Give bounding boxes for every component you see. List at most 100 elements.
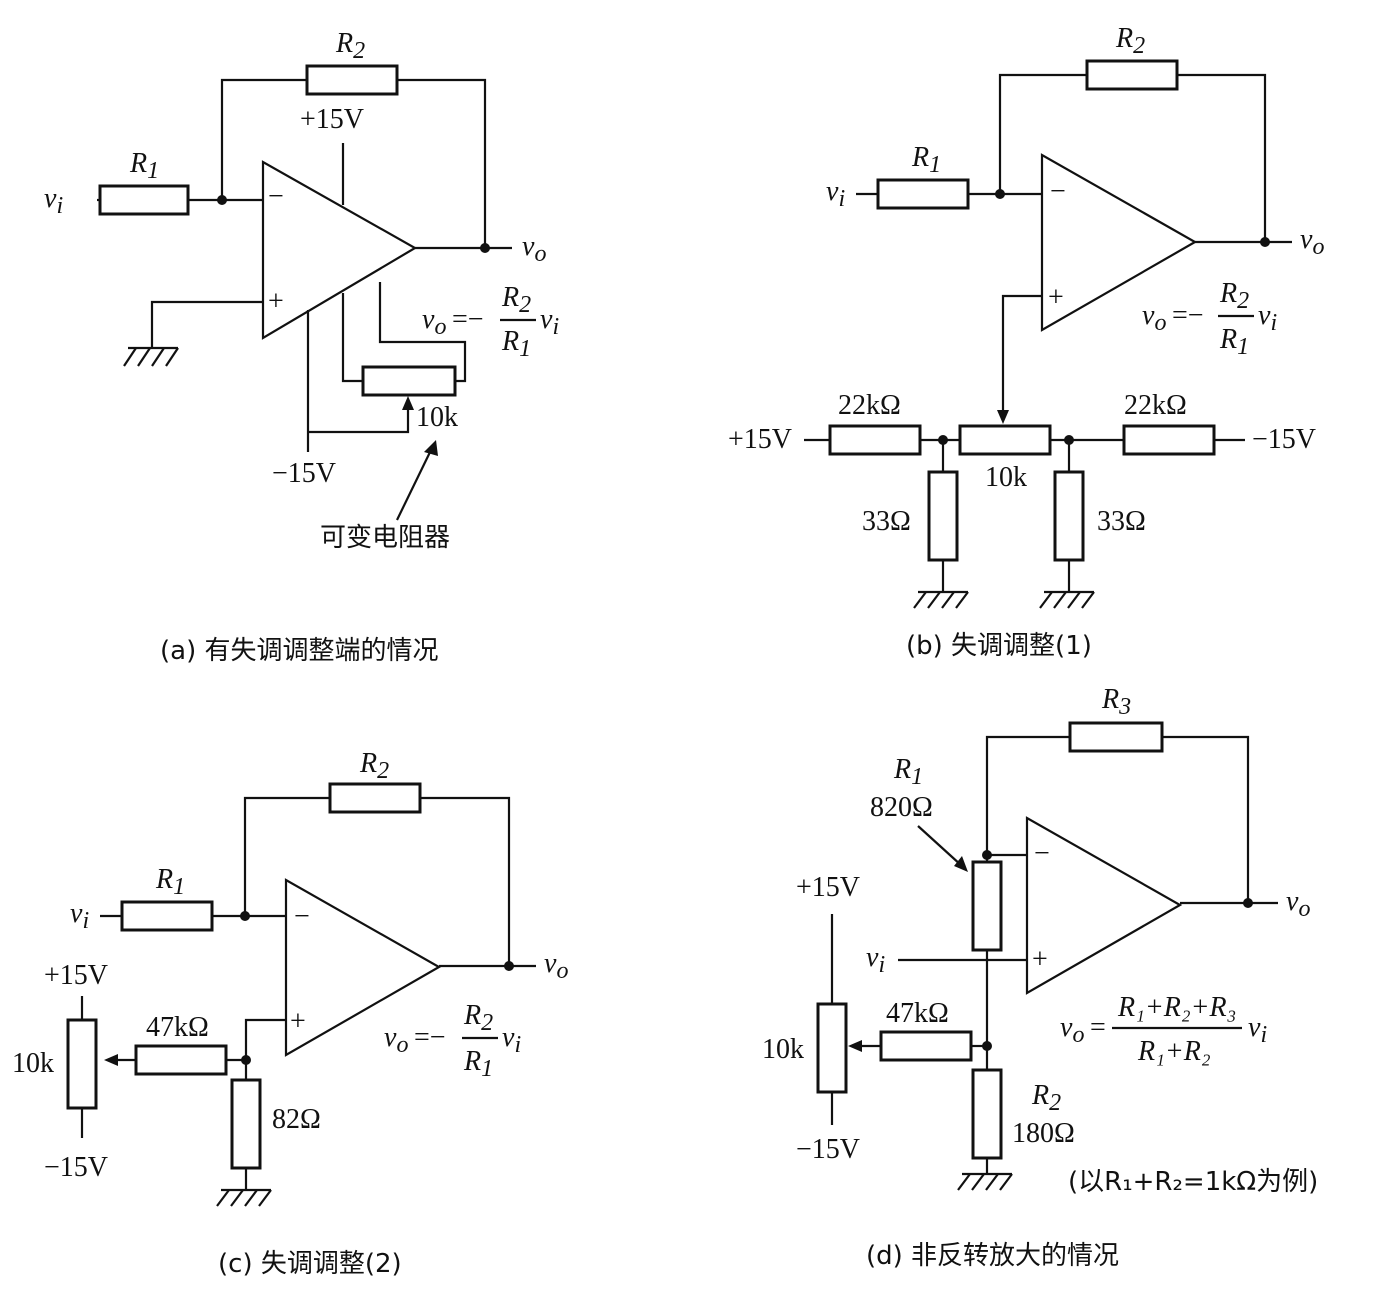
label-r2-b: R2 [1115, 23, 1145, 59]
label-r1-a: R1 [129, 148, 159, 184]
resistor-r1-a [98, 184, 190, 216]
label-22k-right-b: 22kΩ [1124, 390, 1187, 421]
svg-text:R₁+R₂+R₃: R₁+R₂+R₃ [1117, 992, 1236, 1023]
label-vi-c: vi [70, 898, 89, 934]
resistor-r1-c [120, 900, 214, 932]
label-example-note-d: (以R₁+R₂=1kΩ为例) [1068, 1167, 1318, 1197]
label-vo-b: vo [1300, 224, 1324, 260]
label-33-right-b: 33Ω [1097, 506, 1146, 537]
svg-text:vo: vo [1060, 1012, 1084, 1048]
label-47k-c: 47kΩ [146, 1012, 209, 1043]
svg-text:vi: vi [502, 1022, 521, 1058]
circuit-d: − + R3 R1 [762, 684, 1318, 1271]
resistor-r2-a [305, 64, 399, 96]
formula-c: vo =− R2 R1 vi [384, 1000, 521, 1082]
svg-text:=: = [1090, 1012, 1106, 1043]
potentiometer-c [66, 1018, 98, 1110]
svg-text:+: + [1048, 282, 1064, 313]
svg-text:−: − [294, 901, 310, 932]
label-vminus-d: −15V [796, 1134, 860, 1165]
opamp-b [1040, 153, 1198, 332]
caption-d: (d) 非反转放大的情况 [866, 1241, 1119, 1271]
resistor-r2-d [971, 1068, 1003, 1160]
caption-c: (c) 失调调整(2) [218, 1249, 402, 1279]
label-vo-a: vo [522, 231, 546, 267]
resistor-r1-d [971, 860, 1003, 952]
circuit-b: − + [728, 23, 1324, 661]
potentiometer-b [958, 424, 1052, 456]
svg-text:R1: R1 [501, 326, 531, 362]
label-vplus-b: +15V [728, 424, 792, 455]
resistor-22k-right-b [1122, 424, 1216, 456]
resistor-r1-b [876, 178, 970, 210]
label-r2-d: R2 [1031, 1080, 1061, 1116]
resistor-33-right-b [1053, 470, 1085, 562]
svg-text:vi: vi [1248, 1012, 1267, 1048]
formula-d: vo = R₁+R₂+R₃ R₁+R₂ vi [1060, 992, 1267, 1067]
label-r1-b: R1 [911, 142, 941, 178]
label-vi-a: vi [44, 183, 63, 219]
svg-text:=−: =− [1172, 300, 1204, 331]
svg-text:=−: =− [414, 1022, 446, 1053]
label-r3-d: R3 [1101, 684, 1131, 720]
label-vminus-a: −15V [272, 458, 336, 489]
resistor-r2-b [1085, 59, 1179, 91]
svg-text:vo: vo [384, 1022, 408, 1058]
label-vplus-a: +15V [300, 104, 364, 135]
svg-text:=−: =− [452, 304, 484, 335]
label-vi-b: vi [826, 176, 845, 212]
label-r2-value-d: 180Ω [1012, 1118, 1075, 1149]
svg-text:vi: vi [540, 304, 559, 340]
svg-text:−: − [268, 181, 284, 212]
svg-text:R2: R2 [1219, 278, 1249, 314]
circuit-c: − + R2 R1 vi vo +15V −15V 10k [12, 748, 568, 1279]
svg-text:R1: R1 [1219, 324, 1249, 360]
svg-text:+: + [1032, 944, 1048, 975]
svg-text:vi: vi [1258, 300, 1277, 336]
opamp-a [261, 160, 418, 340]
label-pot-note-a: 可变电阻器 [320, 523, 450, 553]
label-r1-c: R1 [155, 864, 185, 900]
svg-text:vo: vo [1142, 300, 1166, 336]
resistor-33-left-b [927, 470, 959, 562]
label-vo-c: vo [544, 948, 568, 984]
label-pot-b: 10k [985, 462, 1027, 493]
caption-a: (a) 有失调调整端的情况 [160, 636, 439, 666]
circuit-a: − + R2 R1 vi vo [44, 28, 559, 666]
opamp-d [1025, 816, 1183, 995]
svg-text:+: + [268, 286, 284, 317]
label-vplus-c: +15V [44, 960, 108, 991]
opamp-c [284, 878, 442, 1057]
label-r2-c: R2 [359, 748, 389, 784]
label-vo-d: vo [1286, 886, 1310, 922]
formula-a: vo =− R2 R1 vi [422, 282, 559, 362]
label-r2-a: R2 [335, 28, 365, 64]
svg-text:R₁+R₂: R₁+R₂ [1137, 1036, 1211, 1067]
svg-text:−: − [1050, 176, 1066, 207]
resistor-47k-d [879, 1030, 973, 1062]
label-pot-a: 10k [416, 402, 458, 433]
formula-b: vo =− R2 R1 vi [1142, 278, 1277, 360]
label-pot-d: 10k [762, 1034, 804, 1065]
potentiometer-a [361, 365, 457, 397]
svg-text:R2: R2 [463, 1000, 493, 1036]
svg-text:vo: vo [422, 304, 446, 340]
label-r1-value-d: 820Ω [870, 792, 933, 823]
resistor-47k-c [134, 1044, 228, 1076]
caption-b: (b) 失调调整(1) [906, 631, 1092, 661]
resistor-r2-c [328, 782, 422, 814]
svg-text:+: + [290, 1006, 306, 1037]
label-r1-d: R1 [893, 754, 923, 790]
label-47k-d: 47kΩ [886, 998, 949, 1029]
label-82-c: 82Ω [272, 1104, 321, 1135]
label-22k-left-b: 22kΩ [838, 390, 901, 421]
label-pot-c: 10k [12, 1048, 54, 1079]
resistor-82-c [230, 1078, 262, 1170]
label-vminus-c: −15V [44, 1152, 108, 1183]
label-vi-d: vi [866, 942, 885, 978]
resistor-r3-d [1068, 721, 1164, 753]
resistor-22k-left-b [828, 424, 922, 456]
label-vplus-d: +15V [796, 872, 860, 903]
label-33-left-b: 33Ω [862, 506, 911, 537]
